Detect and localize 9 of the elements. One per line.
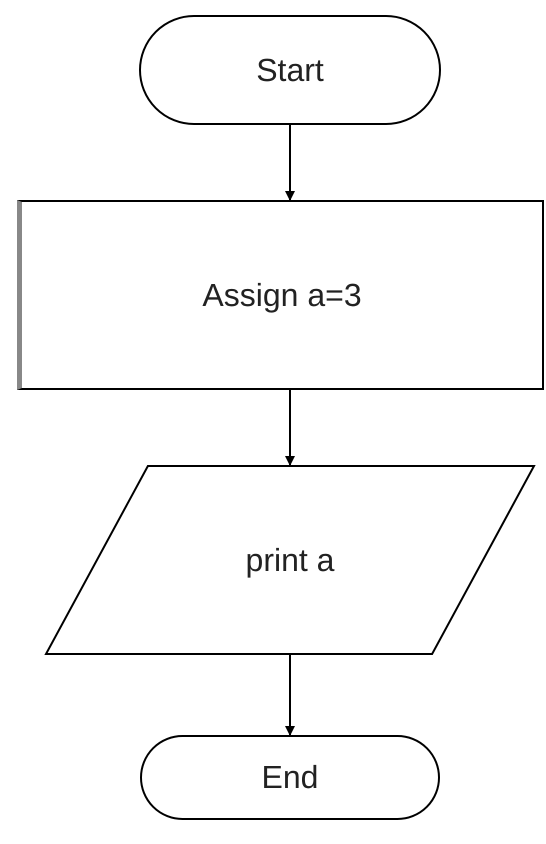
node-label: print a <box>246 542 334 578</box>
node-label: Start <box>256 52 324 88</box>
node-label: Assign a=3 <box>202 276 362 314</box>
node-label: End <box>262 759 318 796</box>
arrow <box>285 655 295 736</box>
process-box <box>17 200 544 390</box>
input-output-parallelogram <box>45 465 535 655</box>
arrow <box>285 125 295 201</box>
arrow <box>285 390 295 466</box>
